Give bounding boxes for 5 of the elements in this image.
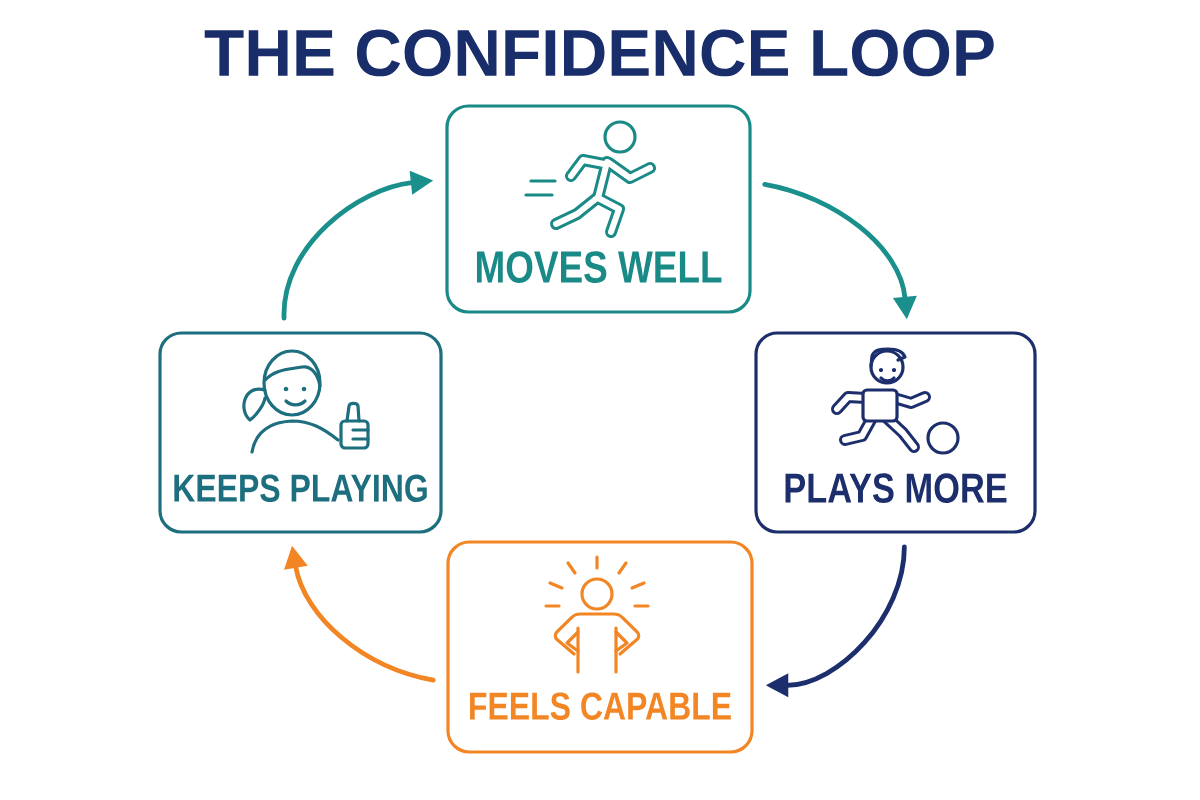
step-box: PLAYS MORE — [754, 331, 1037, 534]
step-box: FEELS CAPABLE — [446, 540, 754, 754]
step-box: MOVES WELL — [445, 104, 752, 314]
step-box: KEEPS PLAYING — [158, 331, 443, 534]
title: THE CONFIDENCE LOOP — [204, 29, 994, 77]
